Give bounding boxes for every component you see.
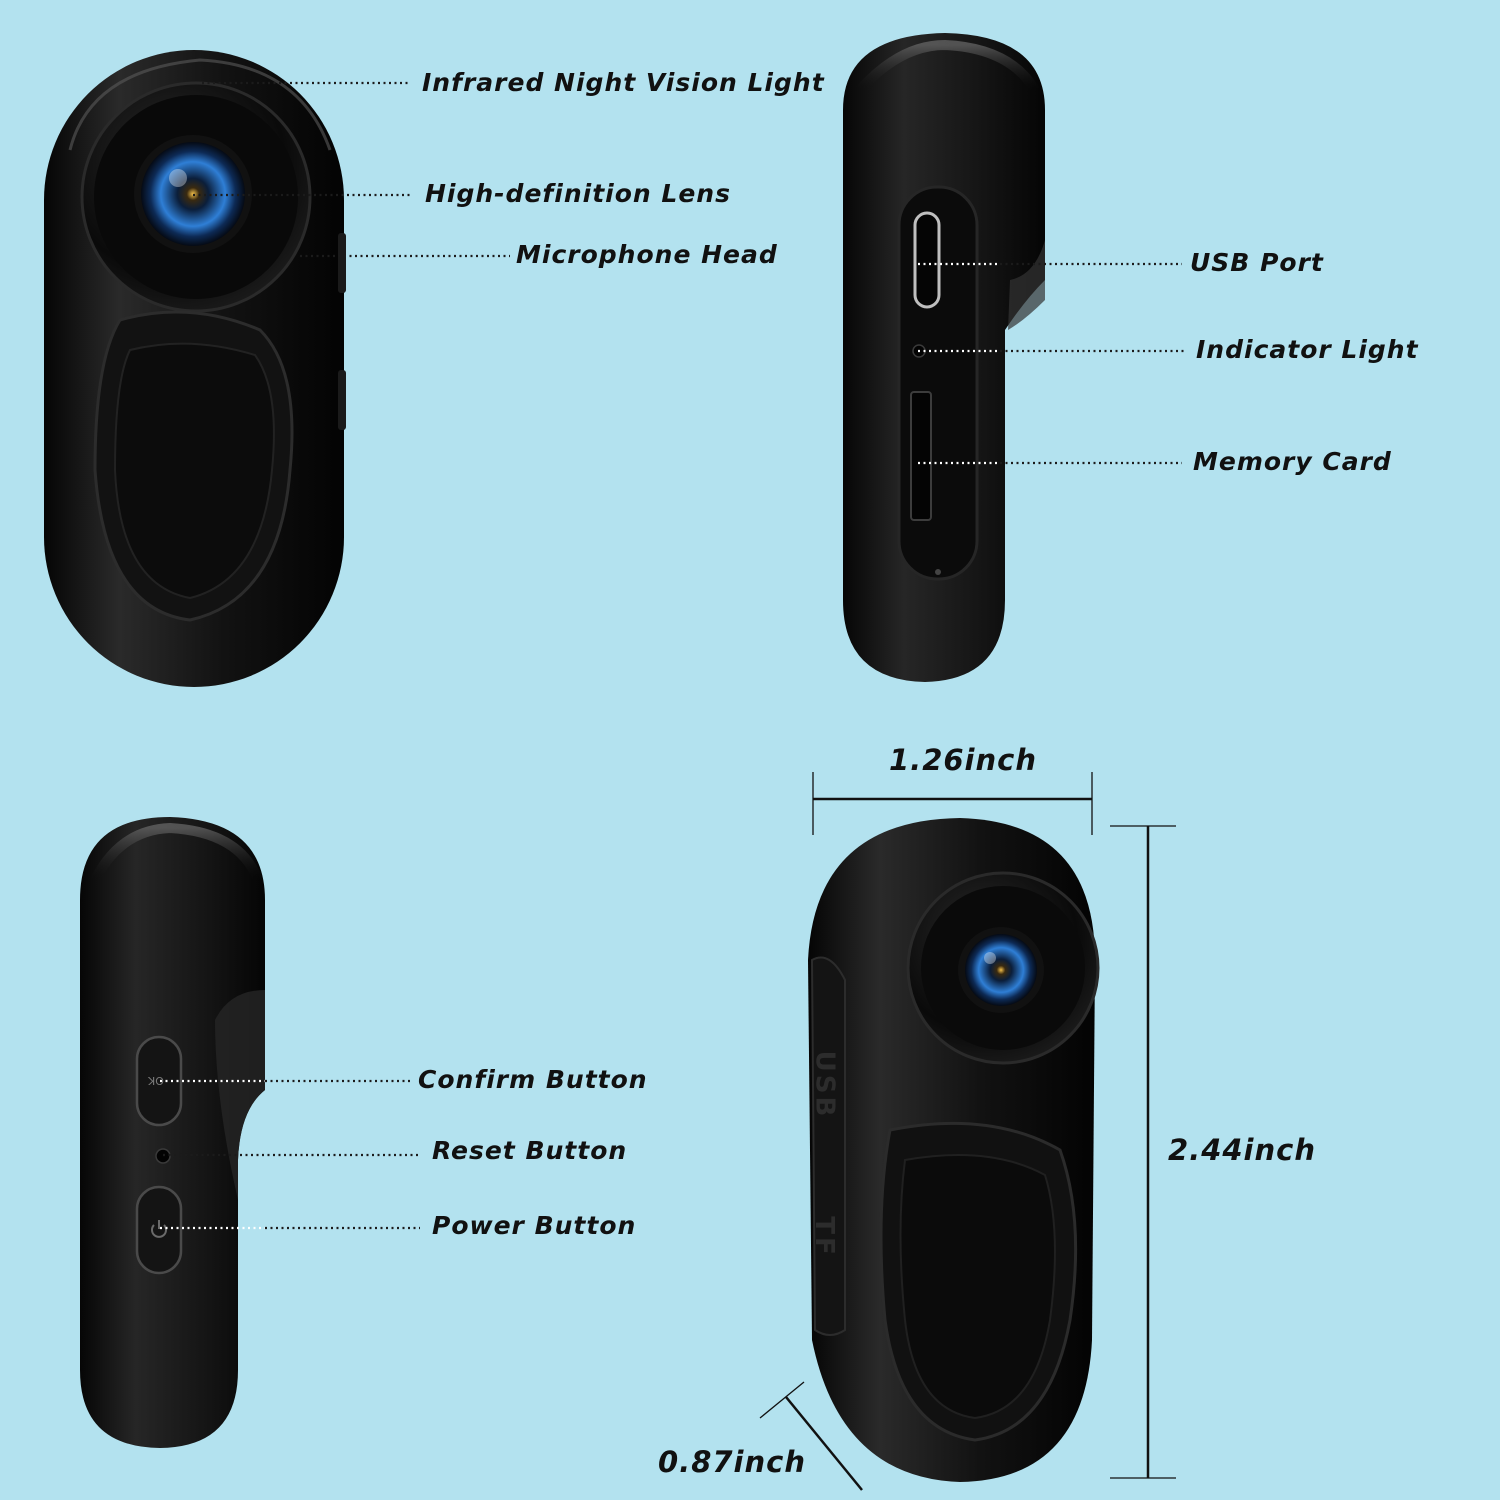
camera-button-side-view xyxy=(80,817,265,1448)
side-button xyxy=(338,370,346,430)
usb-port xyxy=(913,211,941,309)
confirm-button xyxy=(135,1035,183,1127)
label-reset-button: Reset Button xyxy=(432,1136,628,1165)
memory-card-slot xyxy=(910,391,932,521)
label-microphone-head: Microphone Head xyxy=(516,240,778,269)
dimension-lines xyxy=(759,772,1176,1491)
camera-front-view xyxy=(44,50,346,687)
label-high-definition-lens: High-definition Lens xyxy=(425,179,731,208)
label-indicator-light: Indicator Light xyxy=(1196,335,1419,364)
lens xyxy=(965,934,1037,1006)
label-memory-card: Memory Card xyxy=(1193,447,1392,476)
label-confirm-button: Confirm Button xyxy=(418,1065,648,1094)
side-button xyxy=(338,233,346,293)
camera-angled-view xyxy=(808,818,1100,1482)
label-power-button: Power Button xyxy=(432,1211,637,1240)
leader-lines xyxy=(160,81,1184,1230)
label-infrared-night-vision-light: Infrared Night Vision Light xyxy=(422,68,825,97)
ok-marking: OK xyxy=(148,1074,164,1087)
camera-port-side-view xyxy=(843,33,1045,682)
dimension-depth: 0.87inch xyxy=(658,1445,806,1479)
side-strip xyxy=(810,956,846,1336)
label-usb-port: USB Port xyxy=(1190,248,1324,277)
usb-marking: USB xyxy=(809,1050,840,1120)
dimension-width: 1.26inch xyxy=(889,743,1037,777)
dimension-height: 2.44inch xyxy=(1168,1133,1316,1167)
tf-marking: TF xyxy=(808,1216,839,1258)
power-button xyxy=(135,1185,183,1275)
